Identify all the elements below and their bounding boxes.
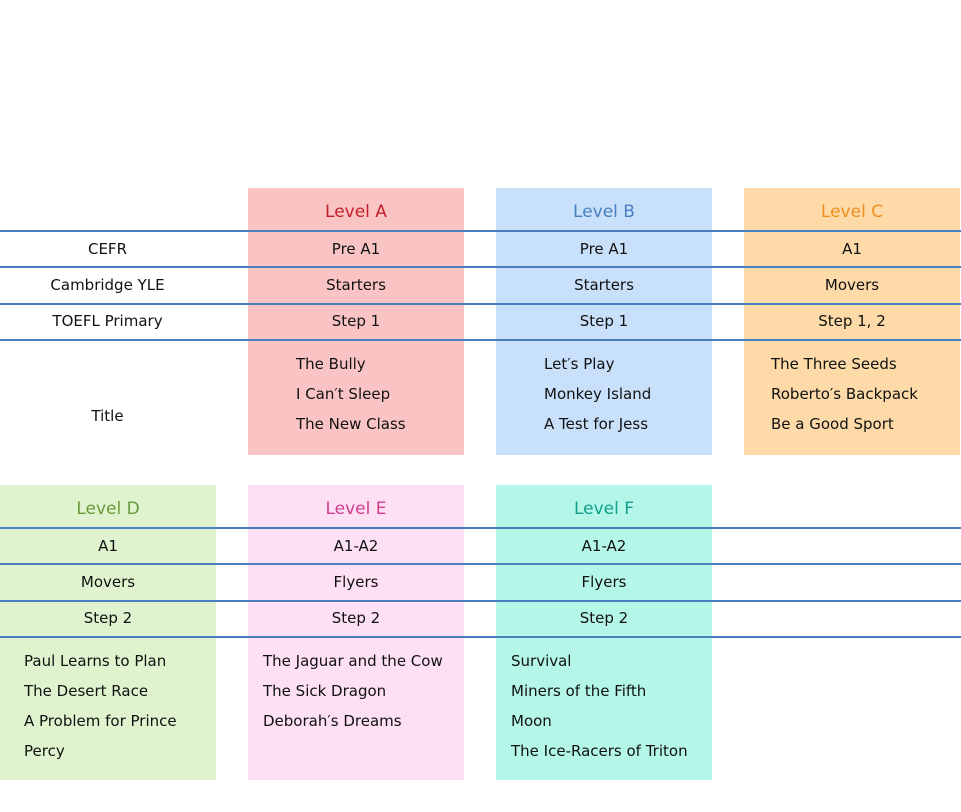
book-title: Survival (511, 652, 572, 670)
level-f-yle: Flyers (581, 573, 627, 591)
book-title: The Ice-Racers of Triton (511, 742, 688, 760)
book-title: Paul Learns to Plan (24, 652, 167, 670)
level-d-column: Level D A1 Movers Step 2 Paul Learns to … (0, 485, 216, 780)
level-a-column: Level A Pre A1 Starters Step 1 The Bully… (248, 188, 464, 455)
level-a-yle: Starters (326, 276, 386, 294)
row-divider (0, 563, 961, 565)
level-f-heading: Level F (573, 499, 635, 519)
book-title: Monkey Island (544, 385, 652, 403)
row-divider (0, 230, 961, 232)
level-b-column: Level B Pre A1 Starters Step 1 Let′s Pla… (496, 188, 712, 455)
book-title: Let′s Play (544, 355, 615, 373)
level-d-heading: Level D (76, 499, 140, 519)
level-e-yle: Flyers (333, 573, 379, 591)
level-e-heading: Level E (325, 499, 387, 519)
book-title: The Jaguar and the Cow (263, 652, 443, 670)
level-a-titles: The Bully I Can′t Sleep The New Class (248, 349, 464, 439)
level-c-cefr: A1 (842, 240, 862, 258)
level-f-titles: Survival Miners of the Fifth Moon The Ic… (496, 646, 712, 766)
level-b-toefl: Step 1 (579, 312, 629, 330)
row-label-cefr: CEFR (87, 240, 127, 258)
level-c-heading: Level C (820, 202, 884, 222)
book-title: The Desert Race (24, 682, 149, 700)
level-a-toefl: Step 1 (331, 312, 381, 330)
level-f-column: Level F A1-A2 Flyers Step 2 Survival Min… (496, 485, 712, 780)
level-e-column: Level E A1-A2 Flyers Step 2 The Jaguar a… (248, 485, 464, 780)
level-a-cefr: Pre A1 (331, 240, 381, 258)
level-d-cefr: A1 (98, 537, 118, 555)
level-b-heading: Level B (573, 202, 635, 222)
book-title: A Problem for Prince (24, 712, 177, 730)
level-b-titles: Let′s Play Monkey Island A Test for Jess (496, 349, 712, 439)
row-divider (0, 339, 961, 341)
level-d-yle: Movers (80, 573, 136, 591)
row-divider (0, 600, 961, 602)
level-e-cefr: A1-A2 (333, 537, 379, 555)
level-e-toefl: Step 2 (331, 609, 381, 627)
level-c-titles: The Three Seeds Roberto′s Backpack Be a … (744, 349, 960, 439)
book-title: Be a Good Sport (771, 415, 894, 433)
book-title: Miners of the Fifth (511, 682, 647, 700)
level-c-column: Level C A1 Movers Step 1, 2 The Three Se… (744, 188, 960, 455)
book-title: The Sick Dragon (263, 682, 387, 700)
level-d-titles: Paul Learns to Plan The Desert Race A Pr… (0, 646, 216, 766)
level-c-toefl: Step 1, 2 (818, 312, 886, 330)
row-divider (0, 636, 961, 638)
level-f-toefl: Step 2 (579, 609, 629, 627)
row-divider (0, 303, 961, 305)
book-title: The New Class (296, 415, 406, 433)
book-title: The Bully (296, 355, 366, 373)
book-title: Moon (511, 712, 552, 730)
book-title: Roberto′s Backpack (771, 385, 918, 403)
row-label-title: Title (91, 407, 124, 425)
row-divider (0, 266, 961, 268)
book-title: I Can′t Sleep (296, 385, 391, 403)
level-b-yle: Starters (574, 276, 634, 294)
level-d-toefl: Step 2 (83, 609, 133, 627)
row-label-cambridge-yle: Cambridge YLE (50, 276, 165, 294)
book-title: The Three Seeds (771, 355, 897, 373)
row-divider (0, 527, 961, 529)
book-title: A Test for Jess (544, 415, 649, 433)
level-e-titles: The Jaguar and the Cow The Sick Dragon D… (248, 646, 464, 736)
level-f-cefr: A1-A2 (581, 537, 627, 555)
row-label-toefl-primary: TOEFL Primary (52, 312, 163, 330)
level-b-cefr: Pre A1 (579, 240, 629, 258)
level-a-heading: Level A (325, 202, 387, 222)
book-title: Deborah′s Dreams (263, 712, 402, 730)
book-title: Percy (24, 742, 65, 760)
level-c-yle: Movers (824, 276, 880, 294)
